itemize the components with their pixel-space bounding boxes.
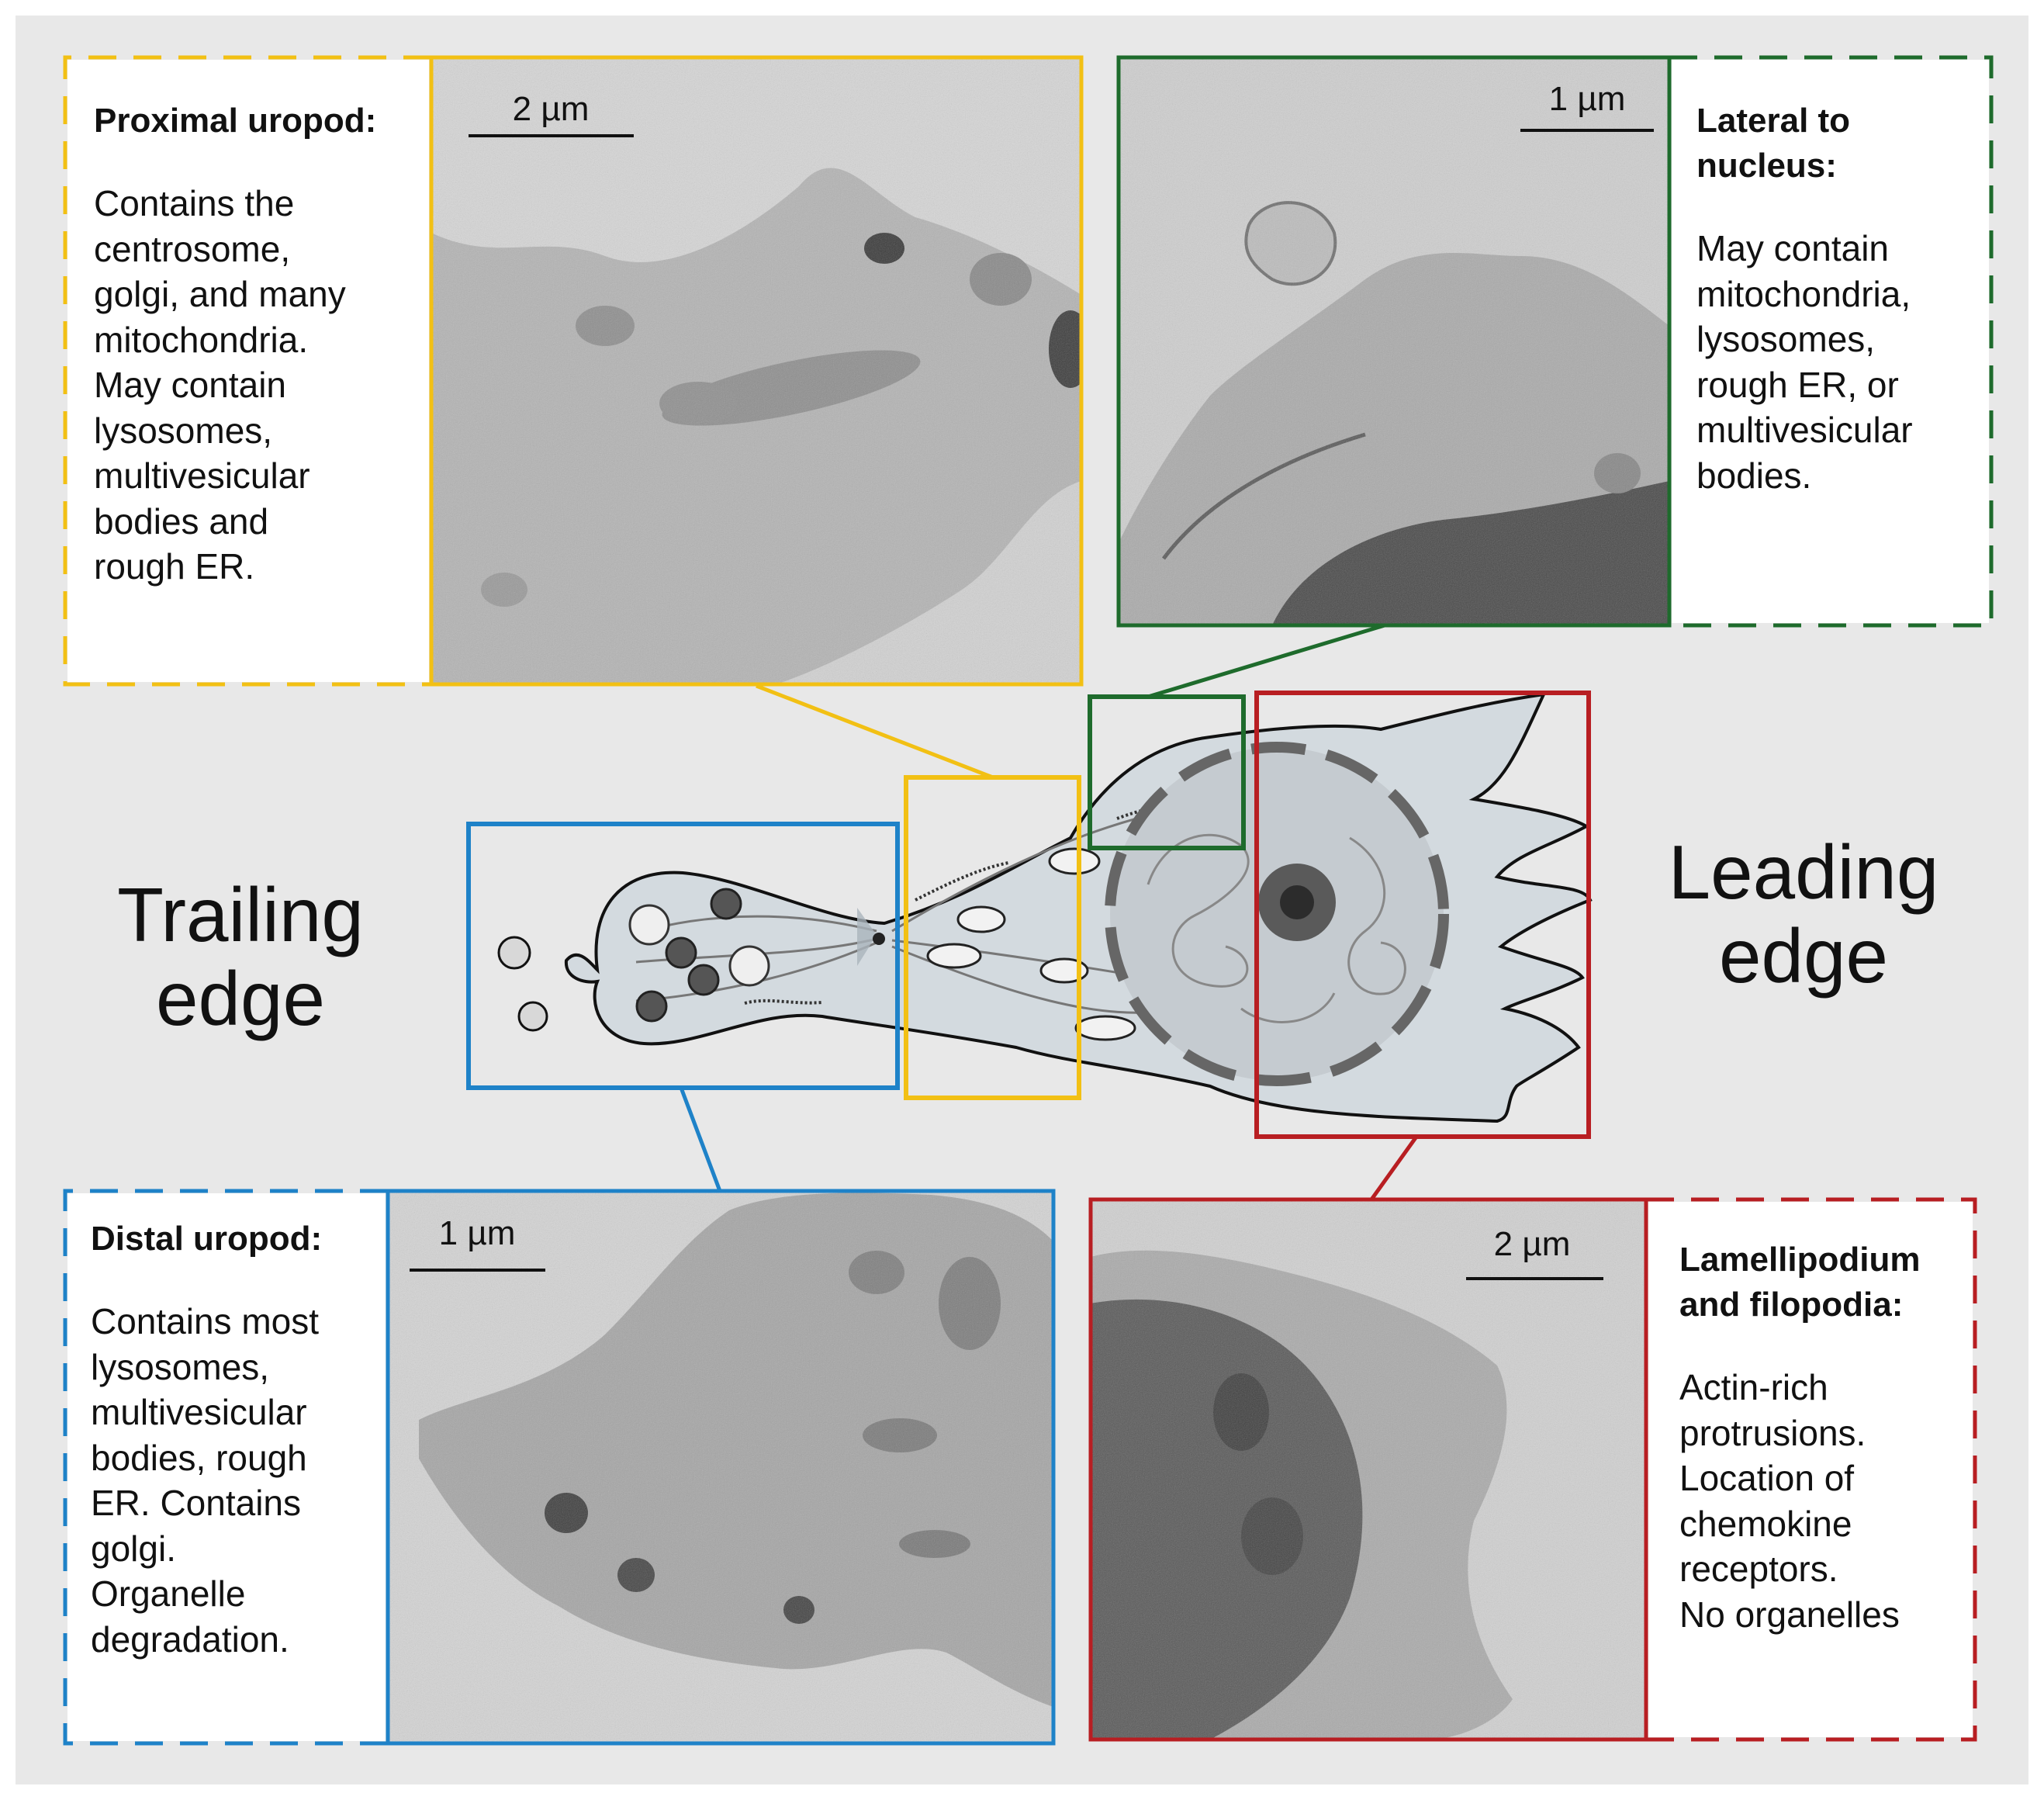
- chromatin: [1147, 833, 1250, 988]
- lysosome: [665, 936, 697, 969]
- proximal-text-border: [63, 55, 431, 687]
- lamellipodium-title: Lamellipodium and filopodia:: [1679, 1241, 1921, 1324]
- distal-uropod-text: Contains most lysosomes, multivesicular …: [91, 1301, 320, 1660]
- lateral-nucleus-text: May contain mitochondria, lysosomes, rou…: [1696, 228, 1913, 496]
- lateral-nucleus-panel: Lateral to nucleus: May contain mitochon…: [1672, 60, 1989, 623]
- mitochondrion: [926, 943, 982, 969]
- nucleolus-core: [1280, 885, 1314, 919]
- lamellipodium-micrograph: [1091, 1199, 1646, 1739]
- distal-scale-label: 1 µm: [439, 1214, 516, 1252]
- shed-vesicle: [497, 936, 531, 970]
- lateral-scale-label: 1 µm: [1549, 80, 1626, 118]
- distal-micrograph: [388, 1191, 1053, 1743]
- mitochondrion: [1074, 1015, 1136, 1041]
- proximal-uropod-panel: Proximal uropod: Contains the centrosome…: [67, 60, 429, 682]
- lateral-text-border: [1669, 55, 1994, 628]
- distal-connector: [679, 1087, 722, 1192]
- microtubule: [635, 941, 877, 1002]
- leading-edge-label: Leading edge: [1668, 829, 1939, 999]
- proximal-connector: [756, 684, 994, 780]
- proximal-scale-label: 2 µm: [513, 90, 590, 128]
- shed-vesicle: [517, 1001, 548, 1032]
- distal-frame: [386, 1189, 1056, 1746]
- lateral-nucleus-title: Lateral to nucleus:: [1696, 102, 1851, 185]
- chromatin: [1240, 992, 1336, 1023]
- lateral-micrograph: [1119, 57, 1669, 625]
- lateral-connector: [1147, 623, 1385, 699]
- lysosome: [687, 964, 720, 996]
- mitochondrion: [956, 905, 1006, 933]
- trailing-edge-label: Trailing edge: [117, 872, 364, 1041]
- distal-uropod-panel: Distal uropod: Contains most lysosomes, …: [67, 1193, 386, 1741]
- lamellipodium-panel: Lamellipodium and filopodia: Actin-rich …: [1648, 1202, 1973, 1737]
- golgi: [915, 861, 1009, 902]
- lamellipodium-text-border: [1646, 1197, 1977, 1742]
- proximal-region-box: [904, 775, 1081, 1100]
- centrosome-aster: [857, 908, 877, 966]
- chromatin: [1347, 836, 1406, 995]
- microtubule: [643, 915, 877, 933]
- distal-region-box: [466, 822, 900, 1090]
- proximal-uropod-text: Contains the centrosome, golgi, and many…: [94, 183, 346, 587]
- mitochondrion: [1048, 847, 1101, 875]
- distal-text-border: [63, 1189, 388, 1746]
- lamellipodium-frame: [1088, 1197, 1648, 1742]
- cell-diagram: [466, 691, 1593, 1139]
- centrosome: [873, 933, 885, 945]
- lamellipodium-region-box: [1254, 691, 1591, 1139]
- multivesicular-body: [628, 904, 670, 946]
- lateral-region-box: [1088, 694, 1246, 850]
- mitochondrion: [1039, 957, 1089, 984]
- proximal-uropod-title: Proximal uropod:: [94, 102, 377, 140]
- multivesicular-body: [728, 945, 770, 987]
- lamellipodium-text: Actin-rich protrusions. Location of chem…: [1679, 1367, 1900, 1635]
- lamellipodium-connector: [1369, 1135, 1419, 1201]
- proximal-frame: [429, 55, 1084, 687]
- lateral-frame: [1116, 55, 1672, 628]
- lysosome: [710, 888, 742, 920]
- lamellipodium-scale-label: 2 µm: [1494, 1225, 1571, 1263]
- distal-uropod-title: Distal uropod:: [91, 1220, 323, 1258]
- lysosome: [635, 990, 668, 1023]
- proximal-micrograph: [431, 57, 1081, 684]
